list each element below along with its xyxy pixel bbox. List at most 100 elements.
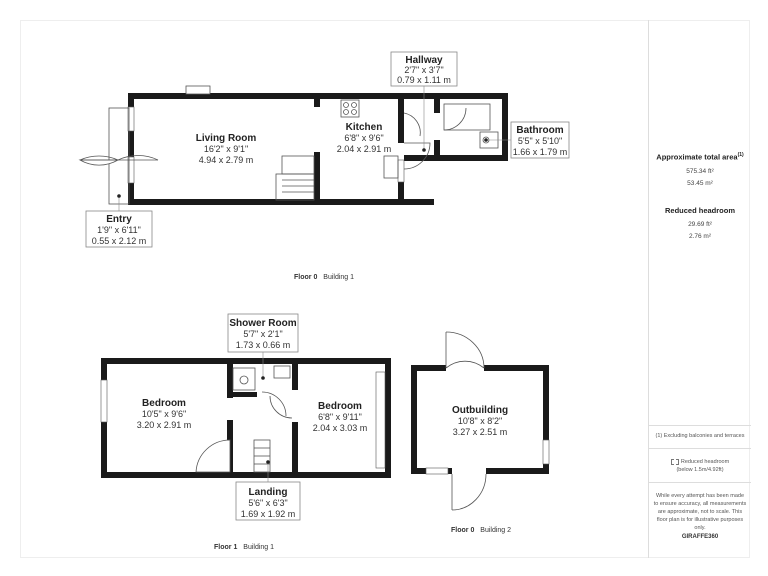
- disclaimer: While every attempt has been made to ens…: [653, 493, 747, 531]
- svg-text:Outbuilding: Outbuilding: [452, 405, 508, 416]
- total-area-m: 53.45 m²: [687, 179, 713, 187]
- window: [425, 467, 449, 475]
- svg-text:0.79 x 1.11 m: 0.79 x 1.11 m: [397, 75, 451, 85]
- floor-label-f1b1: Floor 1 Building 1: [214, 544, 274, 551]
- appliance: [383, 155, 399, 179]
- callout-shower-room: Shower Room 5'7" x 2'1" 1.73 x 0.66 m: [227, 313, 299, 380]
- headroom-key-icon: [670, 458, 679, 465]
- room-label-kitchen: Kitchen 6'8" x 9'6" 2.04 x 2.91 m: [337, 122, 392, 154]
- wall: [434, 140, 440, 155]
- stairs: [275, 155, 315, 201]
- svg-text:5'7" x 2'1": 5'7" x 2'1": [243, 329, 282, 339]
- wall: [128, 93, 434, 99]
- divider: [649, 448, 751, 449]
- svg-text:Bedroom: Bedroom: [318, 401, 362, 412]
- svg-text:1.73 x 0.66 m: 1.73 x 0.66 m: [236, 340, 291, 350]
- svg-text:Hallway: Hallway: [405, 55, 443, 66]
- floor1-building1: [100, 358, 391, 478]
- wall: [128, 199, 434, 205]
- svg-text:Shower Room: Shower Room: [229, 318, 296, 329]
- wall: [502, 93, 508, 161]
- door-swing: [261, 391, 287, 417]
- window: [127, 106, 135, 132]
- door-opening: [446, 365, 484, 371]
- door-swing: [443, 107, 467, 131]
- wall: [398, 160, 404, 205]
- door-swing: [403, 112, 421, 137]
- door-swing: [403, 142, 431, 170]
- svg-text:0.55 x 2.12 m: 0.55 x 2.12 m: [92, 236, 147, 246]
- door-swing: [445, 331, 485, 369]
- svg-text:3.20 x 2.91 m: 3.20 x 2.91 m: [137, 420, 192, 430]
- wall: [128, 93, 134, 205]
- stairs: [253, 439, 271, 473]
- divider: [649, 482, 751, 483]
- door-swing: [78, 159, 120, 166]
- wall: [314, 152, 320, 205]
- wall: [543, 365, 549, 474]
- svg-text:Landing: Landing: [249, 487, 288, 498]
- exclusion-note: (1) Excluding balconies and terraces: [655, 433, 745, 439]
- room-label-outbuilding: Outbuilding 10'8" x 8'2" 3.27 x 2.51 m: [452, 405, 508, 437]
- shower-tray-icon: [232, 367, 256, 391]
- brand-logo: GIRAFFE360: [681, 534, 719, 540]
- svg-text:2'7" x 3'7": 2'7" x 3'7": [404, 65, 443, 75]
- svg-text:2.04 x 2.91 m: 2.04 x 2.91 m: [337, 144, 392, 154]
- toilet-icon: [273, 365, 291, 379]
- floor0-building2: [411, 331, 550, 511]
- headroom-block: Reduced headroom 29.69 ft² 2.76 m²: [649, 206, 751, 243]
- headroom-ft: 29.69 ft²: [688, 221, 712, 228]
- svg-text:Bathroom: Bathroom: [516, 125, 563, 136]
- wall: [434, 99, 440, 113]
- svg-text:5'5" x 5'10": 5'5" x 5'10": [518, 136, 562, 146]
- wall: [398, 93, 404, 143]
- area-sidebar: Approximate total area(1) 575.34 ft² 53.…: [648, 20, 751, 558]
- svg-text:Bedroom: Bedroom: [142, 398, 186, 409]
- wall: [101, 472, 391, 478]
- door-swing: [269, 395, 293, 419]
- hob-icon: [340, 99, 360, 118]
- wall: [227, 364, 233, 398]
- room-label-bedroom2: Bedroom 6'8" x 9'11" 2.04 x 3.03 m: [313, 401, 368, 433]
- room-label-living: Living Room 16'2" x 9'1" 4.94 x 2.79 m: [196, 133, 257, 165]
- floor0-building1: [78, 85, 508, 205]
- total-area-ft: 575.34 ft²: [686, 167, 714, 175]
- door-opening: [452, 468, 486, 474]
- svg-text:6'8" x 9'6": 6'8" x 9'6": [344, 133, 383, 143]
- divider: [649, 425, 751, 426]
- wall: [385, 358, 391, 478]
- headroom-key: Reduced headroom (below 1.5m/4.92ft): [653, 458, 747, 474]
- window: [542, 439, 550, 465]
- window: [375, 371, 386, 469]
- headroom-title: Reduced headroom: [664, 206, 735, 215]
- svg-text:1.69 x 1.92 m: 1.69 x 1.92 m: [241, 509, 296, 519]
- svg-text:Kitchen: Kitchen: [346, 122, 383, 133]
- wall: [404, 155, 508, 161]
- door-swing: [195, 439, 231, 473]
- wall: [292, 364, 298, 390]
- total-area-title: Approximate total area(1): [656, 152, 744, 162]
- svg-text:1.66 x 1.79 m: 1.66 x 1.79 m: [513, 147, 568, 157]
- svg-text:2.04 x 3.03 m: 2.04 x 3.03 m: [313, 423, 368, 433]
- sink-icon: [239, 375, 249, 385]
- floor-label-f0b1: Floor 0 Building 1: [294, 274, 354, 281]
- wall: [411, 365, 417, 474]
- callout-entry: Entry 1'9" x 6'11" 0.55 x 2.12 m: [85, 194, 153, 248]
- svg-text:10'8" x 8'2": 10'8" x 8'2": [458, 416, 502, 426]
- svg-text:3.27 x 2.51 m: 3.27 x 2.51 m: [453, 427, 508, 437]
- svg-text:6'8" x 9'11": 6'8" x 9'11": [318, 412, 362, 422]
- entry-porch: [108, 107, 130, 205]
- wall: [101, 358, 391, 364]
- wall: [227, 392, 257, 397]
- window: [100, 379, 108, 423]
- door-swing: [79, 155, 119, 161]
- total-area-block: Approximate total area(1) 575.34 ft² 53.…: [649, 152, 751, 190]
- floor-label-f0b2: Floor 0 Building 2: [451, 527, 511, 534]
- door-swing: [451, 473, 487, 511]
- headroom-m: 2.76 m²: [688, 233, 712, 240]
- door-swing: [445, 360, 485, 369]
- svg-text:5'6" x 6'3": 5'6" x 6'3": [248, 498, 287, 508]
- svg-text:1'9" x 6'11": 1'9" x 6'11": [97, 225, 141, 235]
- room-label-bedroom1: Bedroom 10'5" x 9'6" 3.20 x 2.91 m: [137, 398, 192, 430]
